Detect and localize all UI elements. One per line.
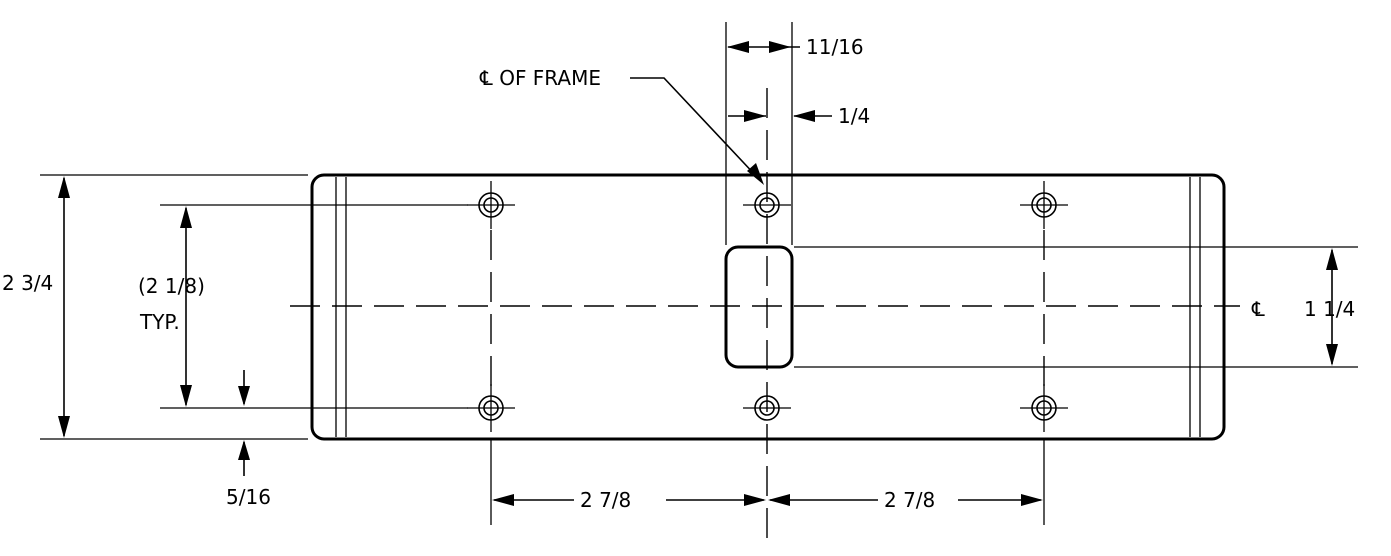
centerline-symbol: ℄ [1251,297,1265,321]
mounting-holes [467,181,1068,432]
hole-spacing-vertical-label: (2 1/8) [138,274,205,298]
arrow-spacing-right-start [768,494,790,506]
arrow-slot-height-bottom [1326,344,1338,366]
arrow-slot-width-left [727,41,749,53]
hole-spacing-typ-label: TYP. [139,310,180,334]
slot-height-label: 1 1/4 [1304,297,1355,321]
arrow-spacing-left-end [744,494,766,506]
arrow-spacing-left-start [492,494,514,506]
arrow-edge-offset-down [238,386,250,406]
arrow-slot-height-top [1326,248,1338,270]
arrow-hole-spacing-bottom [180,385,192,407]
hole-spacing-left-label: 2 7/8 [580,488,631,512]
arrow-overall-height-bottom [58,416,70,438]
arrow-hole-spacing-top [180,206,192,228]
edge-offset-label: 5/16 [226,485,271,509]
arrow-centerline-frame [747,163,764,185]
overall-height-label: 2 3/4 [2,271,53,295]
centerline-frame-label: ℄ OF FRAME [479,66,601,90]
hole-top-center [743,192,791,218]
arrow-slot-width-right [769,41,791,53]
arrow-spacing-right-end [1021,494,1043,506]
hole-bottom-left [467,384,515,432]
hole-spacing-right-label: 2 7/8 [884,488,935,512]
arrow-offset-right [793,110,815,122]
hole-top-left [467,181,515,229]
arrow-offset-left [744,110,766,122]
offset-label: 1/4 [838,104,870,128]
centerline-frame-leader [630,77,759,179]
plate-outline [310,173,1226,441]
arrow-overall-height-top [58,176,70,198]
hole-top-right [1020,181,1068,229]
hole-bottom-center [743,395,791,421]
slot-width-label: 11/16 [806,35,864,59]
hole-bottom-right [1020,384,1068,432]
center-slot [724,245,794,369]
arrow-edge-offset-up [238,440,250,460]
